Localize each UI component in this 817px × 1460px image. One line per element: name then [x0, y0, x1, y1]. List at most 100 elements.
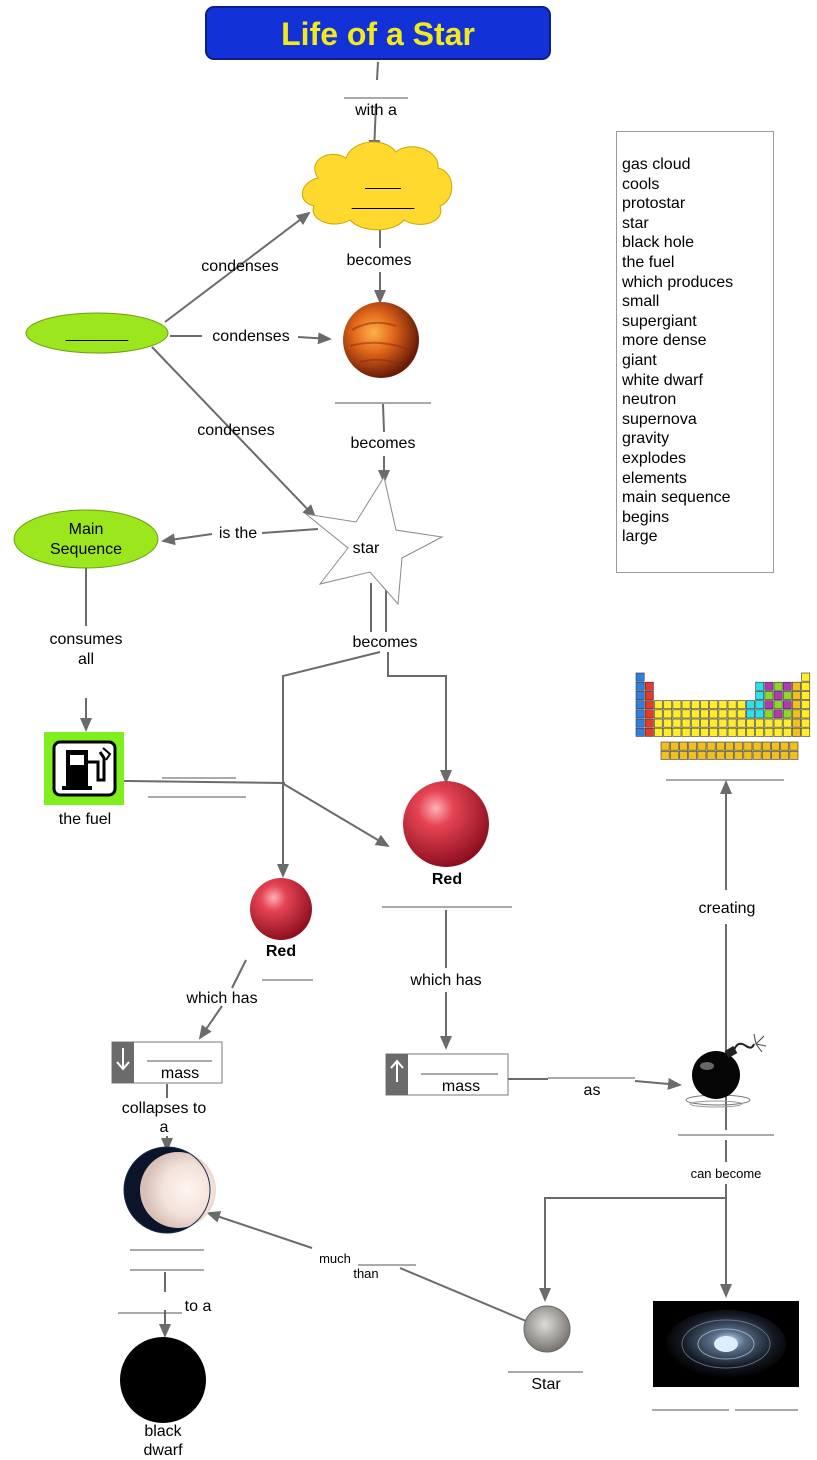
periodic-table-cell: [679, 741, 688, 751]
link-becomes-3: becomes: [352, 634, 418, 651]
periodic-table-cell: [644, 727, 654, 737]
periodic-table-cell: [635, 681, 645, 691]
periodic-table-cell: [635, 700, 645, 710]
periodic-table-cell: [792, 718, 801, 728]
periodic-table-cell: [715, 750, 725, 760]
protostar-image: [343, 302, 419, 378]
periodic-table-cell: [672, 709, 682, 719]
periodic-table-cell: [752, 741, 762, 751]
link-collapses-2: a: [159, 1119, 169, 1136]
periodic-table-cell: [644, 681, 654, 691]
periodic-table-cell: [792, 700, 801, 710]
periodic-table-cell: [697, 750, 707, 760]
periodic-table-cell: [672, 700, 682, 710]
word-bank-item: supernova: [622, 410, 697, 428]
periodic-table-cell: [764, 691, 774, 700]
periodic-table-cell: [755, 681, 765, 691]
periodic-table-cell: [663, 727, 673, 737]
word-bank-item: main sequence: [622, 489, 731, 507]
link-which-has-large: which has: [410, 972, 482, 989]
periodic-table-cell: [789, 741, 799, 751]
periodic-table-cell: [654, 700, 663, 710]
periodic-table-cell: [746, 718, 755, 728]
periodic-table-cell: [801, 727, 811, 737]
periodic-table-cell: [773, 681, 783, 691]
periodic-table-cell: [755, 700, 765, 710]
periodic-table-cell: [736, 709, 746, 719]
link-becomes-1: becomes: [346, 252, 412, 269]
periodic-table-cell: [718, 718, 728, 728]
periodic-table-cell: [773, 718, 783, 728]
word-bank-item: giant: [622, 351, 657, 369]
periodic-table-cell: [697, 741, 707, 751]
periodic-table-cell: [782, 681, 792, 691]
cloud-node: [302, 141, 453, 231]
link-becomes-2: becomes: [350, 435, 416, 452]
periodic-table-cell: [773, 700, 783, 710]
periodic-table-cell: [718, 709, 728, 719]
periodic-table-cell: [690, 700, 700, 710]
word-bank-item: white dwarf: [622, 371, 703, 389]
word-bank-item: large: [622, 528, 658, 546]
word-bank-item: explodes: [622, 449, 687, 467]
black-hole-image: [653, 1301, 799, 1387]
fuel-pump-icon: [44, 732, 124, 805]
periodic-table-cell: [681, 700, 691, 710]
periodic-table-cell: [669, 750, 679, 760]
black-dwarf-image: [120, 1337, 206, 1423]
periodic-table-cell: [644, 718, 654, 728]
link-consumes-1: consumes: [49, 631, 123, 648]
periodic-table-cell: [743, 750, 753, 760]
word-bank-item: gas cloud: [622, 156, 691, 173]
protostar-texture: [349, 321, 411, 367]
periodic-table-cell: [789, 750, 799, 760]
periodic-table-cell: [746, 709, 755, 719]
star-small-label: Star: [531, 1376, 561, 1393]
periodic-table-cell: [635, 718, 645, 728]
periodic-table-cell: [773, 709, 783, 719]
black-dwarf-label-2: dwarf: [143, 1442, 183, 1459]
periodic-table-cell: [672, 718, 682, 728]
main-sequence-label-2: Sequence: [49, 541, 123, 558]
periodic-table-cell: [681, 709, 691, 719]
periodic-table-cell: [755, 709, 765, 719]
periodic-table-cell: [725, 750, 734, 760]
periodic-table-cell: [792, 681, 801, 691]
link-which-has-small: which has: [186, 990, 258, 1007]
periodic-table-cell: [743, 741, 753, 751]
periodic-table-cell: [782, 709, 792, 719]
cloud-blank-2: _______: [351, 193, 415, 210]
start-blank-label: _______: [65, 325, 129, 342]
periodic-table-cell: [780, 750, 790, 760]
white-dwarf-image: [123, 1146, 216, 1234]
link-than: than: [353, 1266, 379, 1281]
periodic-table-cell: [654, 718, 663, 728]
periodic-table-cell: [644, 691, 654, 700]
word-bank-item: cools: [622, 175, 660, 193]
periodic-table-cell: [764, 718, 774, 728]
link-collapses-1: collapses to: [121, 1100, 207, 1117]
mass-small-label: mass: [160, 1065, 200, 1082]
link-as: as: [583, 1082, 601, 1099]
periodic-table-cell: [727, 718, 737, 728]
periodic-table-cell: [706, 741, 716, 751]
periodic-table-cell: [746, 700, 755, 710]
periodic-table-cell: [660, 741, 670, 751]
periodic-table-cell: [700, 700, 709, 710]
periodic-table-cell: [801, 718, 811, 728]
page-title: Life of a Star: [205, 6, 551, 60]
large-red-ball: [403, 781, 489, 867]
periodic-table-cell: [672, 727, 682, 737]
periodic-table-cell: [764, 681, 774, 691]
word-bank-item: which produces: [622, 273, 734, 291]
link-condenses-1: condenses: [201, 258, 279, 275]
neutron-star-image: [523, 1305, 571, 1353]
link-to-a: to a: [184, 1298, 212, 1315]
periodic-table-cell: [725, 741, 734, 751]
periodic-table-cell: [746, 727, 755, 737]
word-bank-item: small: [622, 293, 660, 311]
periodic-table-cell: [718, 700, 728, 710]
word-bank-item: neutron: [622, 391, 677, 409]
start-blank-node: [25, 312, 169, 354]
word-bank-item: gravity: [622, 430, 670, 448]
